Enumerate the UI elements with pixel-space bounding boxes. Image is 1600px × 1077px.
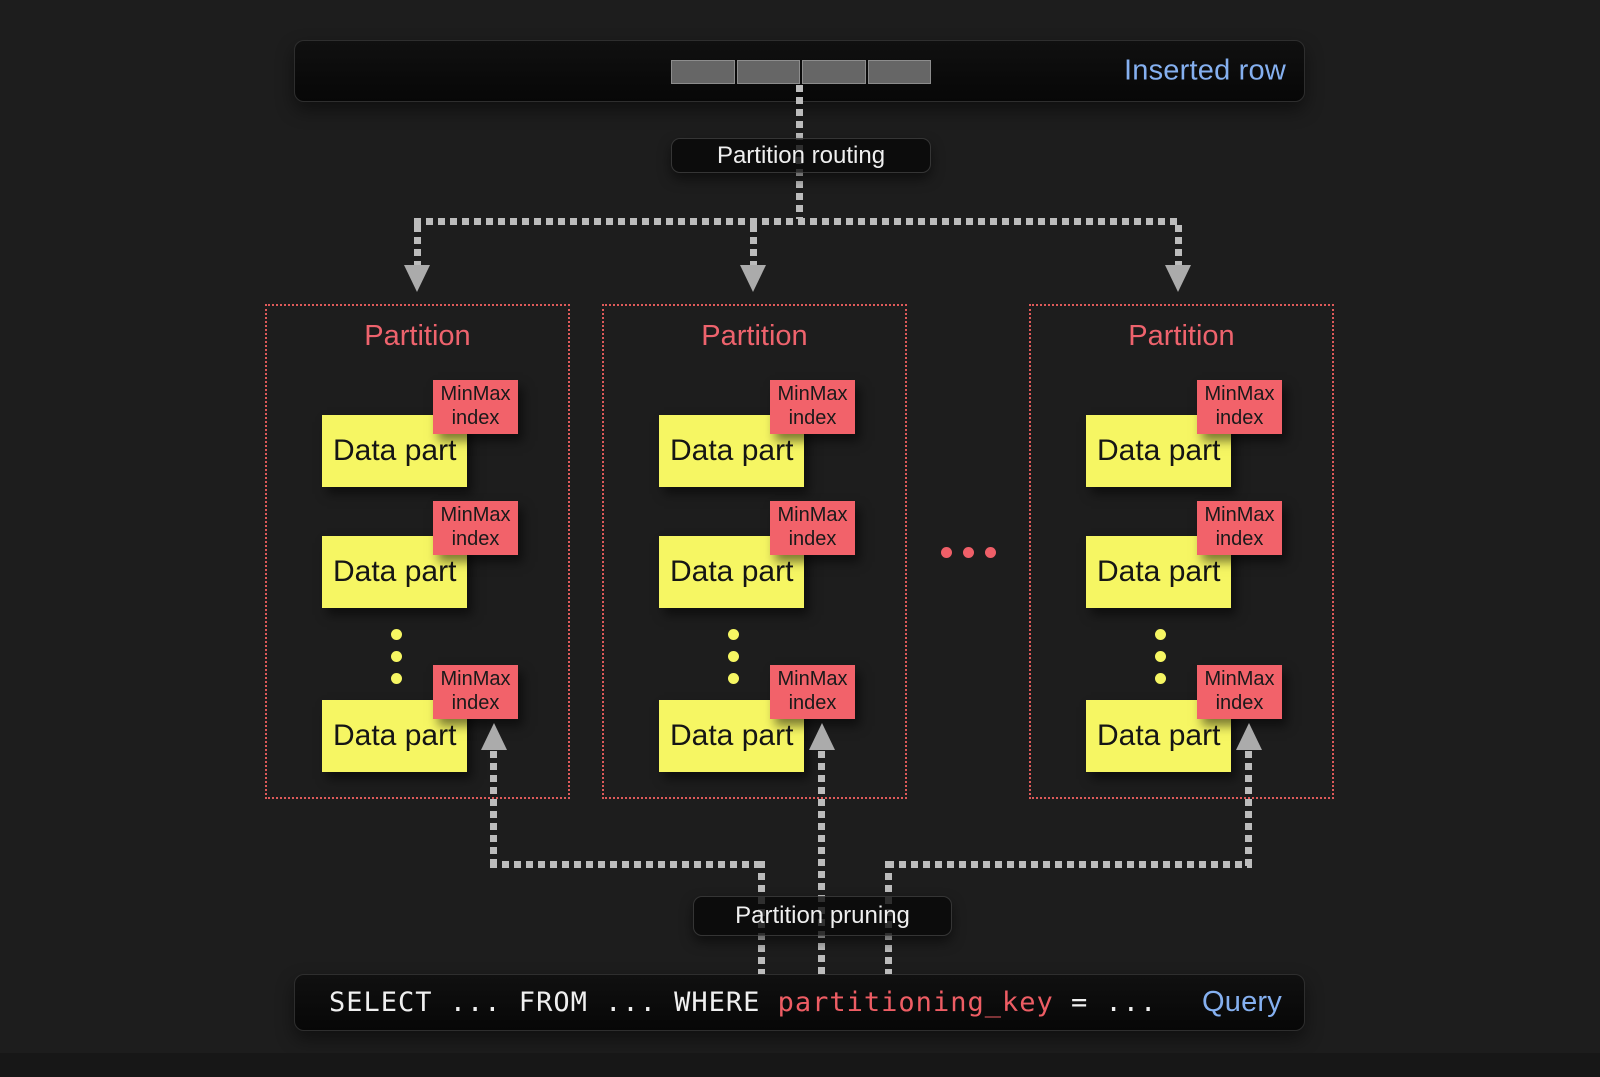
arrow-up-icon (809, 723, 835, 750)
inserted-row-strip (671, 60, 931, 84)
partition-title: Partition (1128, 320, 1235, 352)
sql-prefix: SELECT ... FROM ... WHERE (329, 987, 778, 1018)
routing-branch-line (414, 218, 1181, 225)
partition-routing-label: Partition routing (671, 138, 931, 173)
ellipsis-dot (1155, 673, 1166, 684)
query-bar: SELECT ... FROM ... WHERE partitioning_k… (294, 974, 1305, 1031)
data-part-box: Data part (322, 536, 467, 608)
bottom-edge-band (0, 1053, 1600, 1077)
pruning-riser-left (490, 751, 497, 868)
ellipsis-dot (1155, 651, 1166, 662)
routing-drop-middle (750, 225, 757, 267)
pruning-riser-right (1245, 751, 1252, 868)
ellipsis-dot (963, 547, 974, 558)
sql-partitioning-key: partitioning_key (777, 987, 1054, 1018)
ellipsis-dot (1155, 629, 1166, 640)
row-segment (867, 60, 931, 84)
pruning-branch-left (490, 861, 766, 868)
more-parts-ellipsis (1155, 629, 1167, 695)
partition-pruning-label: Partition pruning (693, 896, 952, 936)
minmax-index-box: MinMax index (770, 665, 855, 719)
ellipsis-dot (391, 629, 402, 640)
sql-suffix: = ... (1053, 987, 1158, 1018)
partition-box-3: Partition MinMax index Data part MinMax … (1029, 304, 1334, 799)
query-label: Query (1202, 986, 1282, 1018)
minmax-index-box: MinMax index (433, 501, 518, 555)
minmax-index-box: MinMax index (433, 665, 518, 719)
more-parts-ellipsis (391, 629, 403, 695)
partition-box-2: Partition MinMax index Data part MinMax … (602, 304, 907, 799)
ellipsis-dot (941, 547, 952, 558)
ellipsis-dot (728, 673, 739, 684)
partition-title: Partition (701, 320, 808, 352)
ellipsis-dot (985, 547, 996, 558)
more-partitions-ellipsis (941, 547, 996, 558)
routing-drop-left (414, 225, 421, 267)
more-parts-ellipsis (728, 629, 740, 695)
ellipsis-dot (391, 673, 402, 684)
inserted-row-label: Inserted row (1124, 54, 1286, 87)
ellipsis-dot (728, 651, 739, 662)
minmax-index-box: MinMax index (1197, 665, 1282, 719)
minmax-index-box: MinMax index (433, 380, 518, 434)
arrow-up-icon (1236, 723, 1262, 750)
minmax-index-box: MinMax index (770, 501, 855, 555)
arrow-down-icon (1165, 265, 1191, 292)
ellipsis-dot (391, 651, 402, 662)
ellipsis-dot (728, 629, 739, 640)
partition-box-1: Partition MinMax index Data part MinMax … (265, 304, 570, 799)
row-segment (736, 60, 800, 84)
partition-title: Partition (364, 320, 471, 352)
routing-drop-right (1175, 225, 1182, 267)
minmax-index-box: MinMax index (1197, 501, 1282, 555)
row-segment (671, 60, 735, 84)
arrow-down-icon (404, 265, 430, 292)
pruning-riser-middle (818, 751, 825, 974)
minmax-index-box: MinMax index (1197, 380, 1282, 434)
minmax-index-box: MinMax index (770, 380, 855, 434)
row-segment (802, 60, 866, 84)
arrow-up-icon (481, 723, 507, 750)
sql-query-text: SELECT ... FROM ... WHERE partitioning_k… (329, 987, 1157, 1018)
pruning-branch-right (887, 861, 1252, 868)
arrow-down-icon (740, 265, 766, 292)
